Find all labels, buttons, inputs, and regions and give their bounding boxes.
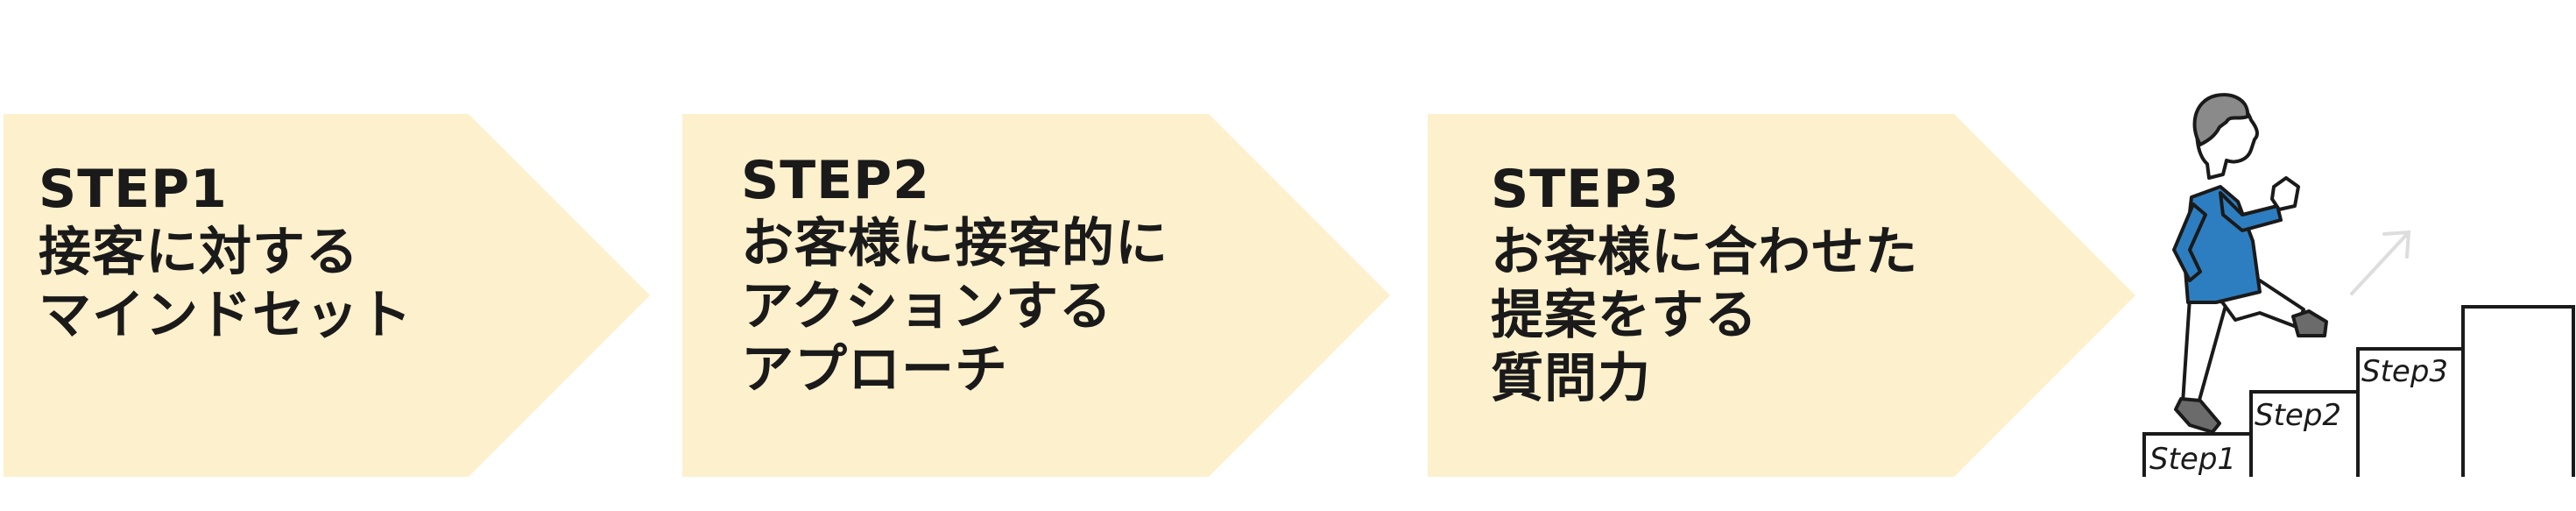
person-climbing-stairs-icon: Step1 Step2 Step3 [2128, 83, 2576, 486]
step3-line-1: お客様に合わせた [1491, 222, 1918, 283]
step2-heading: STEP2 [741, 150, 930, 211]
step2-text: STEP2 お客様に接客的に アクションする アプローチ [741, 149, 1168, 401]
stair-label-step3: Step3 [2361, 354, 2448, 389]
motion-arrow-icon [2350, 230, 2411, 295]
front-shoe [2291, 309, 2328, 337]
stair-label-step1: Step1 [2149, 442, 2236, 477]
step3-chevron: STEP3 お客様に合わせた 提案をする 質問力 [1428, 114, 2135, 477]
step2-line-1: お客様に接客的に [741, 213, 1168, 274]
step2-line-2: アクションする [741, 276, 1112, 337]
front-arm [2219, 191, 2283, 232]
stair-step4-outline [2461, 305, 2575, 477]
back-arm [2172, 202, 2207, 282]
hair [2192, 93, 2250, 146]
fist [2270, 176, 2300, 211]
step1-line-2: マインドセット [39, 285, 413, 346]
step1-text: STEP1 接客に対する マインドセット [39, 158, 413, 347]
step3-chevron-shape [1428, 114, 2135, 477]
person-figure [2172, 93, 2328, 434]
step3-line-3: 質問力 [1491, 348, 1651, 409]
back-leg [2181, 296, 2228, 405]
step1-heading: STEP1 [39, 159, 228, 220]
step2-chevron: STEP2 お客様に接客的に アクションする アプローチ [682, 114, 1390, 477]
step1-chevron-shape [4, 114, 650, 477]
step1-chevron: STEP1 接客に対する マインドセット [4, 114, 650, 477]
stairs-illustration: Step1 Step2 Step3 [2142, 93, 2575, 477]
step3-text: STEP3 お客様に合わせた 提案をする 質問力 [1491, 158, 1918, 410]
step3-heading: STEP3 [1491, 159, 1680, 220]
step2-line-3: アプローチ [741, 339, 1008, 401]
stairs-icon [2142, 305, 2575, 477]
stair-label-step2: Step2 [2255, 398, 2341, 433]
step1-line-1: 接客に対する [39, 222, 359, 283]
step3-line-2: 提案をする [1491, 285, 1758, 346]
step2-chevron-shape [682, 114, 1390, 477]
back-shoe [2174, 397, 2221, 434]
